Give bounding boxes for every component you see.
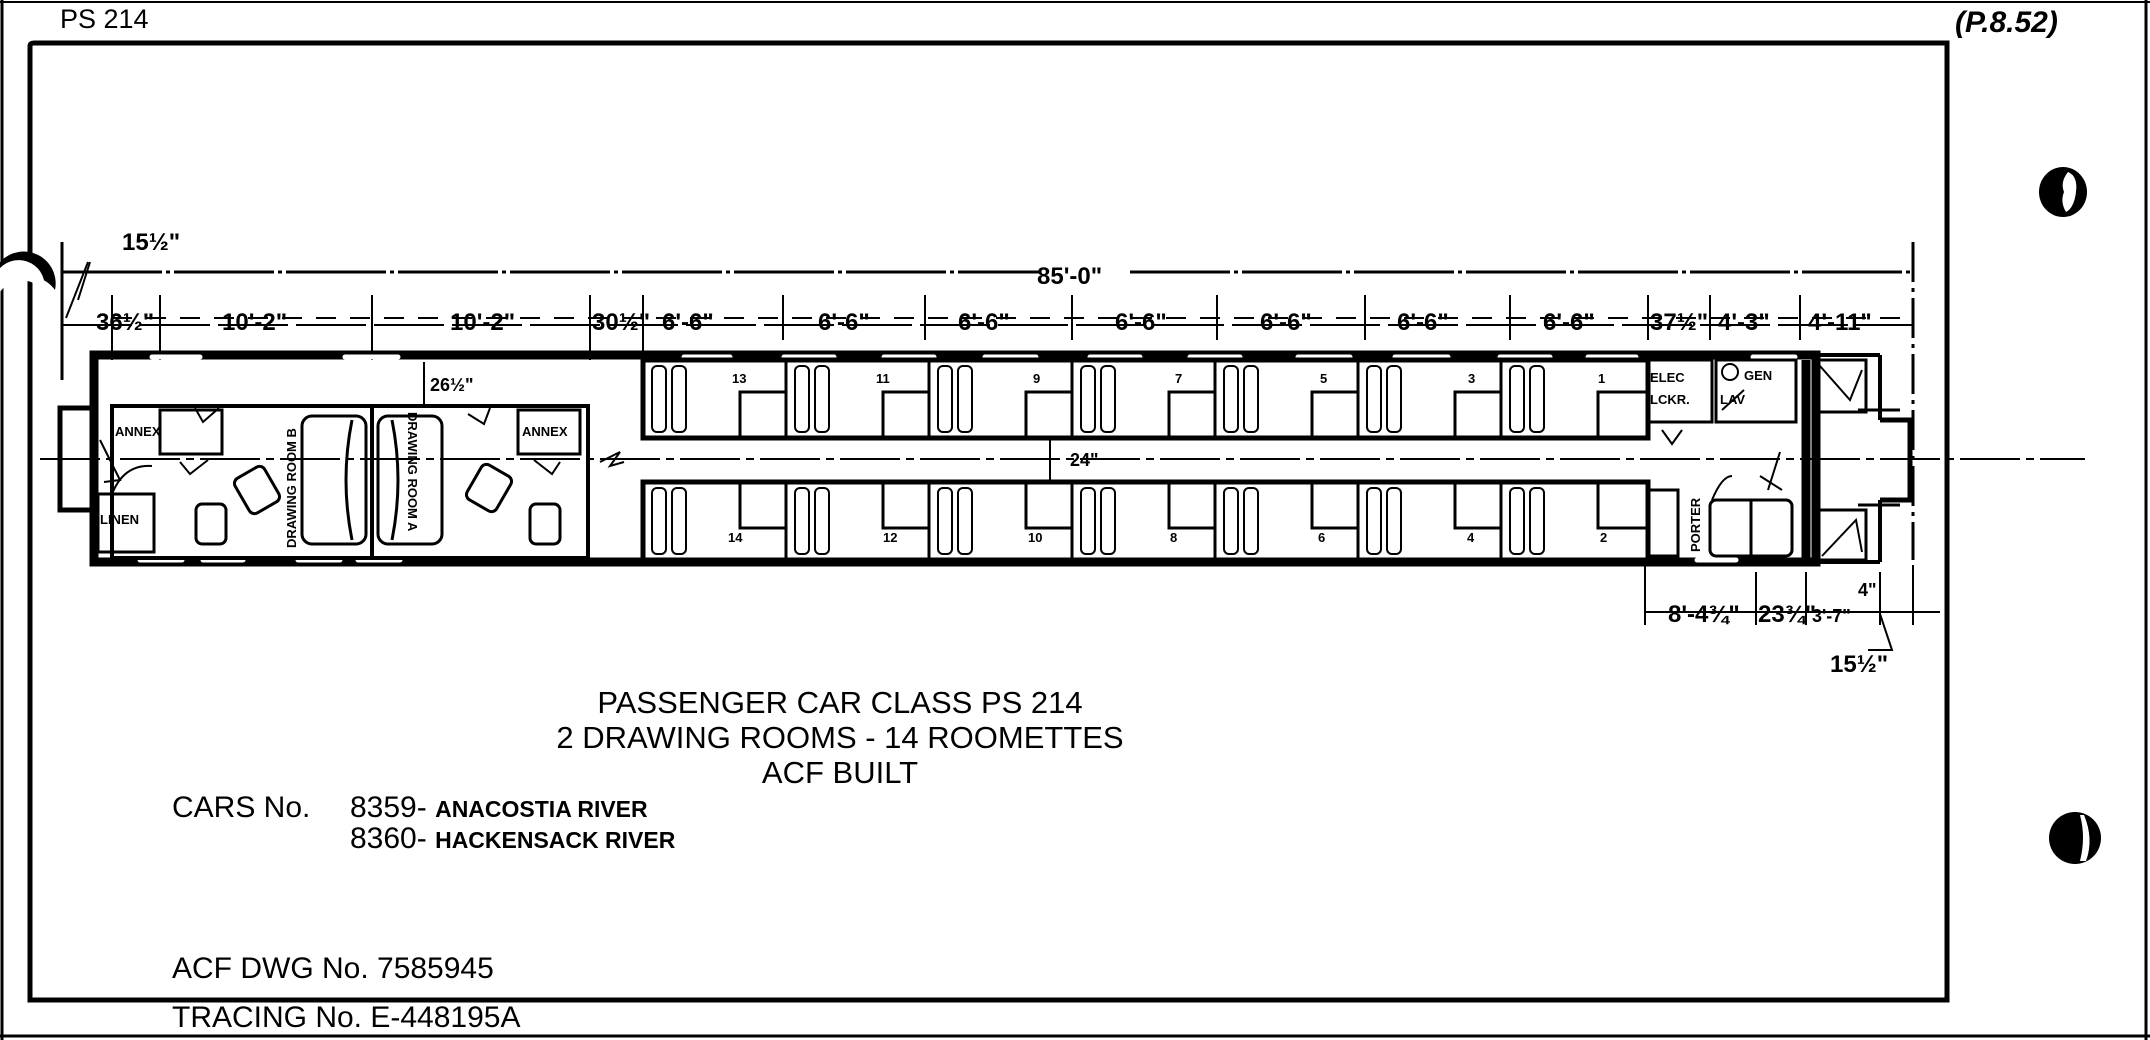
cars-label: CARS No.: [172, 791, 311, 824]
dim-segment: 37½": [1650, 309, 1708, 336]
car-2-number: 8360-: [350, 822, 427, 855]
segment-ticks: [111, 295, 1910, 360]
overall-length-label: 85'-0": [1037, 263, 1102, 290]
center-corridor-width: 24": [1070, 450, 1099, 470]
drawing-room-a-label: DRAWING ROOM A: [405, 412, 420, 532]
gen-lav-label-1: GEN: [1744, 368, 1772, 383]
dim-segment: 6'-6": [662, 309, 714, 336]
dim-segment: 6'-6": [1260, 309, 1312, 336]
roomette-5: 5: [1320, 371, 1327, 386]
dim-bottom-segment: 4": [1858, 580, 1877, 600]
class-tag: PS 214: [60, 4, 149, 34]
gen-lav-label-2: LAV: [1720, 392, 1745, 407]
handwritten-note: (P.8.52): [1955, 6, 2058, 39]
roomette-8: 8: [1170, 530, 1177, 545]
elec-locker-label-1: ELEC: [1650, 370, 1685, 385]
roomette-13: 13: [732, 371, 746, 386]
roomette-numbers: 13 11 9 7 5 3 1 14 12 10 8 6 4 2: [728, 371, 1607, 545]
roomette-3: 3: [1468, 371, 1475, 386]
roomette-1: 1: [1598, 371, 1605, 386]
elec-locker-label-2: LCKR.: [1650, 392, 1690, 407]
overhang-left-label: 15½": [122, 229, 180, 256]
dim-segment: 6'-6": [1543, 309, 1595, 336]
dim-segment: 6'-6": [1115, 309, 1167, 336]
dim-segment: 6'-6": [1397, 309, 1449, 336]
drawing-room-b-label: DRAWING ROOM B: [284, 428, 299, 548]
dim-bottom-segment: 3'-7": [1812, 606, 1851, 626]
title-line-1: PASSENGER CAR CLASS PS 214: [597, 685, 1083, 720]
binder-holes: [0, 167, 2101, 864]
service-end: [1646, 358, 1868, 562]
title-line-2: 2 DRAWING ROOMS - 14 ROOMETTES: [556, 720, 1124, 755]
linen-label: LINEN: [100, 512, 139, 527]
roomette-7: 7: [1175, 371, 1182, 386]
car-1-name: ANACOSTIA RIVER: [435, 796, 648, 822]
roomette-9: 9: [1033, 371, 1040, 386]
drawing-number: ACF DWG No. 7585945: [172, 952, 494, 985]
drawing-rooms: [96, 362, 625, 560]
annex-a-label: ANNEX: [522, 424, 568, 439]
dim-segment: 4'-11": [1808, 309, 1872, 336]
roomette-4: 4: [1467, 530, 1475, 545]
overhang-right-label: 15½": [1830, 651, 1888, 678]
side-corridor-width: 26½": [430, 375, 474, 395]
dim-segment: 6'-6": [818, 309, 870, 336]
title-block: PASSENGER CAR CLASS PS 214 2 DRAWING ROO…: [520, 685, 1160, 790]
porter-label: PORTER: [1688, 497, 1703, 552]
title-line-3: ACF BUILT: [761, 755, 919, 790]
dim-segment: 10'-2": [450, 309, 515, 336]
roomette-12: 12: [883, 530, 897, 545]
car-1: 8359- ANACOSTIA RIVER: [350, 791, 648, 825]
car-2-name: HACKENSACK RIVER: [435, 827, 676, 853]
dim-segment: 10'-2": [222, 309, 287, 336]
annex-b-label: ANNEX: [115, 424, 161, 439]
bottom-dimensions: [1644, 565, 1940, 651]
dim-segment: 6'-6": [958, 309, 1010, 336]
dim-segment: 36½": [96, 309, 154, 336]
roomette-10: 10: [1028, 530, 1042, 545]
roomettes: [640, 357, 1651, 563]
roomette-14: 14: [728, 530, 743, 545]
segment-labels: 36½" 10'-2" 10'-2" 30½" 6'-6" 6'-6" 6'-6…: [96, 309, 1872, 336]
tracing-number: TRACING No. E-448195A: [172, 1001, 521, 1034]
overall-dimension: [60, 242, 1915, 560]
car-2: 8360- HACKENSACK RIVER: [350, 822, 675, 856]
dim-segment: 30½": [592, 309, 650, 336]
roomette-6: 6: [1318, 530, 1325, 545]
dim-bottom-segment: 8'-4¾": [1668, 601, 1740, 628]
car-1-number: 8359-: [350, 791, 427, 824]
roomette-11: 11: [876, 371, 890, 386]
roomette-2: 2: [1600, 530, 1607, 545]
dim-segment: 4'-3": [1718, 309, 1770, 336]
dim-bottom-segment: 23¾": [1758, 601, 1816, 628]
